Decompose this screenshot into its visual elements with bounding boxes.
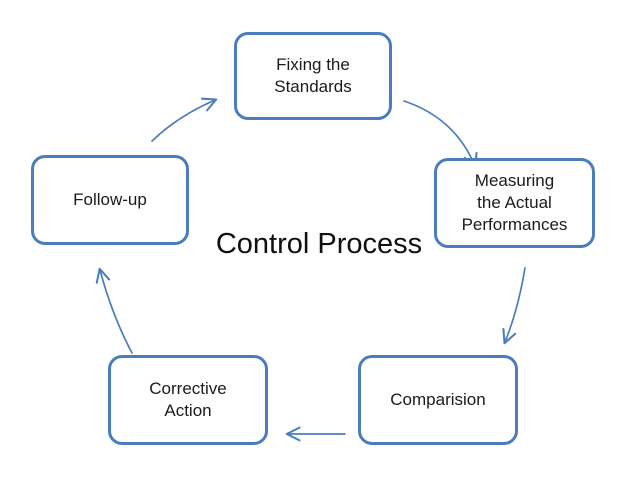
process-step-corrective-action[interactable]: Corrective Action <box>108 355 268 445</box>
process-step-fixing-the-standards[interactable]: Fixing the Standards <box>234 32 392 120</box>
diagram-title: Control Process <box>215 228 423 260</box>
arrow-follow-to-fixing <box>151 97 218 142</box>
arrow-fixing-to-measure <box>403 100 478 169</box>
arrow-measure-to-compare <box>502 267 526 345</box>
arrow-correct-to-follow <box>95 267 133 354</box>
process-step-follow-up[interactable]: Follow-up <box>31 155 189 245</box>
process-step-label: Follow-up <box>73 190 147 210</box>
process-step-label: Fixing the Standards <box>274 55 352 96</box>
process-step-label: Measuring the Actual Performances <box>461 171 568 234</box>
process-step-label: Corrective Action <box>149 379 227 420</box>
process-step-label: Comparision <box>390 390 486 410</box>
process-step-comparision[interactable]: Comparision <box>358 355 518 445</box>
process-step-measuring-actual-performances[interactable]: Measuring the Actual Performances <box>434 158 595 248</box>
